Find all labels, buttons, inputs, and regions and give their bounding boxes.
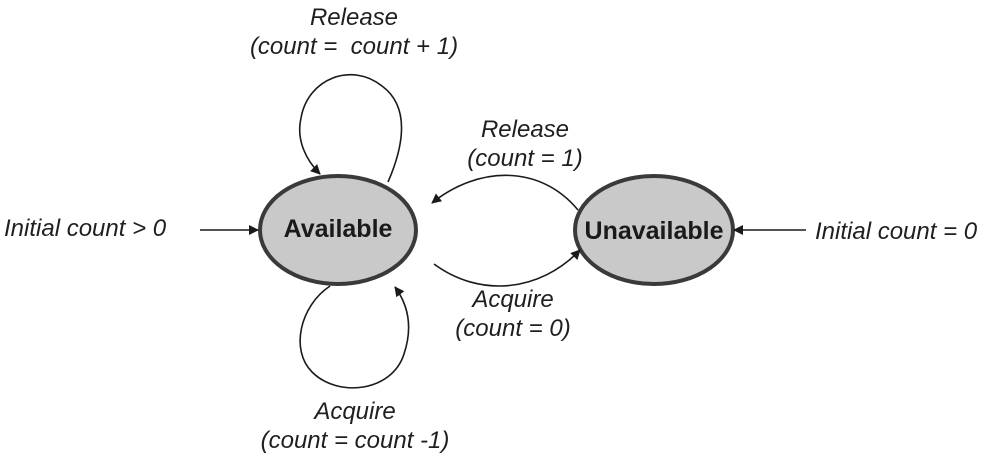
acquire-transition-event: Acquire [472,286,554,313]
available-state-label: Available [283,215,393,243]
initial-unavailable-label: Initial count = 0 [815,218,978,245]
release-transition-label: Release (count = 1) [430,115,620,173]
acquire-transition-label: Acquire (count = 0) [418,285,608,343]
unavailable-state-label: Unavailable [584,217,724,245]
acquire-transition-arrow [433,249,581,287]
release-transition-event: Release [480,116,570,143]
initial-available-label: Initial count > 0 [4,215,167,242]
release-self-loop-event: Release [309,4,399,31]
acquire-self-loop-event: Acquire [314,398,396,425]
release-self-loop-action: (count = count + 1) [249,33,459,60]
available-state-node[interactable] [258,174,418,286]
release-transition-arrow [431,174,579,211]
acquire-self-loop-label: Acquire (count = count -1) [210,397,500,455]
acquire-transition-action: (count = 0) [455,315,571,342]
release-self-loop-arrow [298,73,403,183]
acquire-self-loop-action: (count = count -1) [260,427,450,454]
release-self-loop-label: Release (count = count + 1) [214,3,494,61]
acquire-self-loop-arrow [299,285,410,389]
release-transition-action: (count = 1) [467,145,583,172]
